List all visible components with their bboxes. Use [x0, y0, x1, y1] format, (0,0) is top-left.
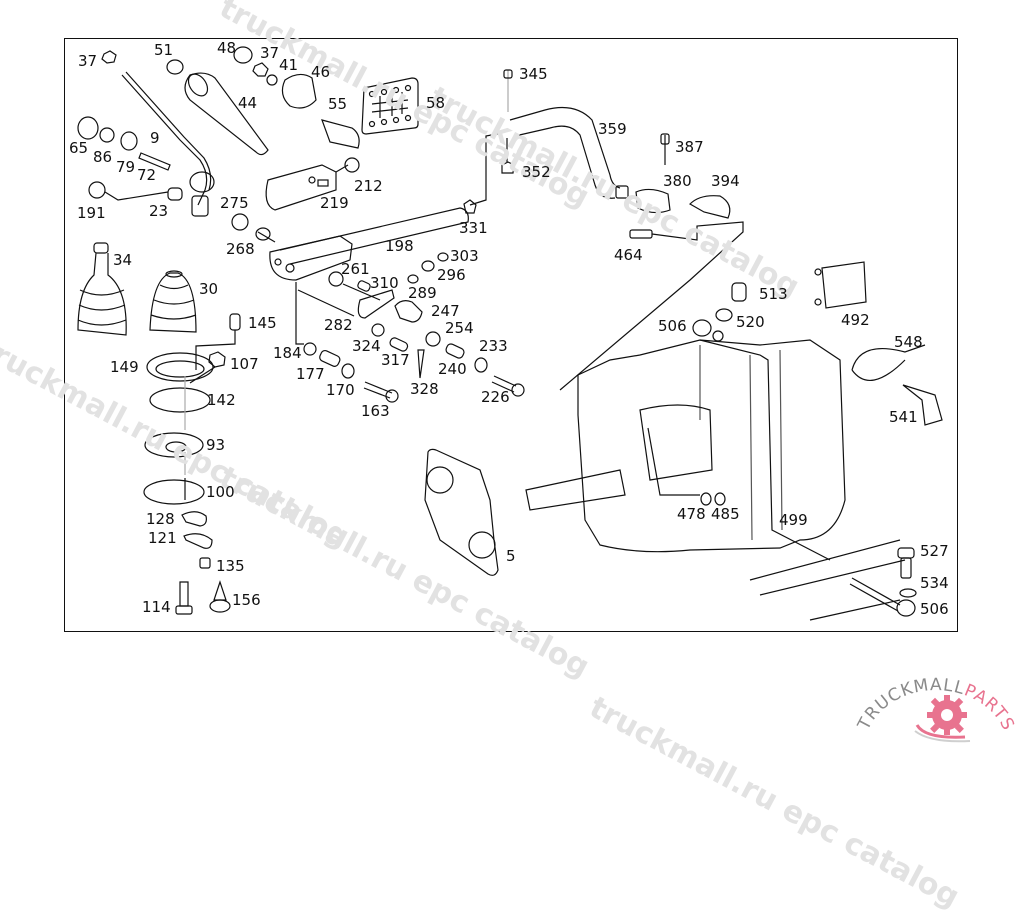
part-label[interactable]: 352 [522, 163, 551, 181]
linkage-parts [295, 252, 525, 403]
part-label[interactable]: 135 [216, 557, 245, 575]
shift-finger [321, 119, 360, 173]
part-label[interactable]: 478 [677, 505, 706, 523]
part-label[interactable]: 513 [759, 285, 788, 303]
part-label[interactable]: 226 [481, 388, 510, 406]
part-label[interactable]: 506 [658, 317, 687, 335]
transmission-housing[interactable] [525, 339, 906, 621]
part-label[interactable]: 485 [711, 505, 740, 523]
shift-knob[interactable] [184, 71, 269, 156]
part-label[interactable]: 37 [260, 44, 280, 62]
part-label[interactable]: 46 [311, 63, 331, 81]
part-label[interactable]: 30 [199, 280, 219, 298]
part-label[interactable]: 93 [206, 436, 226, 454]
part-label[interactable]: 520 [736, 313, 765, 331]
diagram-frame [64, 38, 958, 632]
part-label[interactable]: 380 [663, 172, 692, 190]
part-label[interactable]: 303 [450, 247, 479, 265]
part-label[interactable]: 331 [459, 219, 488, 237]
part-label[interactable]: 48 [217, 39, 237, 57]
part-label[interactable]: 359 [598, 120, 627, 138]
parts-drawing [77, 46, 943, 621]
part-label[interactable]: 296 [437, 266, 466, 284]
part-label[interactable]: 268 [226, 240, 255, 258]
part-label[interactable]: 79 [116, 158, 136, 176]
part-label[interactable]: 198 [385, 237, 414, 255]
part-label[interactable]: 492 [841, 311, 870, 329]
part-label[interactable]: 394 [711, 172, 740, 190]
part-label[interactable]: 254 [445, 319, 474, 337]
part-label[interactable]: 387 [675, 138, 704, 156]
part-label[interactable]: 261 [341, 260, 370, 278]
part-label[interactable]: 527 [920, 542, 949, 560]
part-label[interactable]: 328 [410, 380, 439, 398]
logo-text-accent: PARTS [961, 681, 1018, 735]
part-label[interactable]: 317 [381, 351, 410, 369]
part-label[interactable]: 51 [154, 41, 174, 59]
part-label[interactable]: 34 [113, 251, 133, 269]
shift-lever[interactable] [121, 71, 215, 217]
part-label[interactable]: 114 [142, 598, 171, 616]
rubber-boots [77, 242, 197, 336]
part-label[interactable]: 310 [370, 274, 399, 292]
breather-hose [463, 69, 744, 391]
part-label[interactable]: 5 [506, 547, 516, 565]
part-label[interactable]: 233 [479, 337, 508, 355]
shift-gate-plate [361, 77, 419, 135]
part-label[interactable]: 55 [328, 95, 348, 113]
part-label[interactable]: 100 [206, 483, 235, 501]
part-label[interactable]: 534 [920, 574, 949, 592]
gasket [424, 448, 499, 576]
part-label[interactable]: 163 [361, 402, 390, 420]
part-label[interactable]: 541 [889, 408, 918, 426]
part-label[interactable]: 345 [519, 65, 548, 83]
parts-top-left [77, 46, 317, 201]
part-label[interactable]: 247 [431, 302, 460, 320]
part-label[interactable]: 548 [894, 333, 923, 351]
part-label[interactable]: 191 [77, 204, 106, 222]
part-label[interactable]: 41 [279, 56, 299, 74]
part-label[interactable]: 65 [69, 139, 89, 157]
truckmall-parts-logo: TRUCKMALLPARTS [855, 675, 1018, 743]
part-label[interactable]: 142 [207, 391, 236, 409]
part-label[interactable]: 58 [426, 94, 446, 112]
drain-parts [849, 547, 917, 617]
part-label[interactable]: 156 [232, 591, 261, 609]
gear-icon [914, 695, 971, 743]
part-label[interactable]: 170 [326, 381, 355, 399]
part-label[interactable]: 107 [230, 355, 259, 373]
part-label[interactable]: 37 [78, 52, 98, 70]
part-label[interactable]: 499 [779, 511, 808, 529]
part-label[interactable]: 464 [614, 246, 643, 264]
part-label[interactable]: 324 [352, 337, 381, 355]
part-label[interactable]: 72 [137, 166, 157, 184]
part-label[interactable]: 184 [273, 344, 302, 362]
part-label[interactable]: 219 [320, 194, 349, 212]
part-label[interactable]: 9 [150, 129, 160, 147]
part-label[interactable]: 44 [238, 94, 258, 112]
part-label[interactable]: 240 [438, 360, 467, 378]
part-label[interactable]: 289 [408, 284, 437, 302]
part-label[interactable]: 121 [148, 529, 177, 547]
part-label[interactable]: 86 [93, 148, 113, 166]
lower-stack [143, 313, 241, 615]
part-label[interactable]: 145 [248, 314, 277, 332]
shift-bracket [265, 164, 349, 211]
part-label[interactable]: 506 [920, 600, 949, 618]
part-label[interactable]: 23 [149, 202, 169, 220]
part-label[interactable]: 282 [324, 316, 353, 334]
part-label[interactable]: 275 [220, 194, 249, 212]
part-label[interactable]: 149 [110, 358, 139, 376]
part-label[interactable]: 212 [354, 177, 383, 195]
part-label[interactable]: 128 [146, 510, 175, 528]
part-label[interactable]: 177 [296, 365, 325, 383]
right-small-parts [692, 261, 943, 426]
